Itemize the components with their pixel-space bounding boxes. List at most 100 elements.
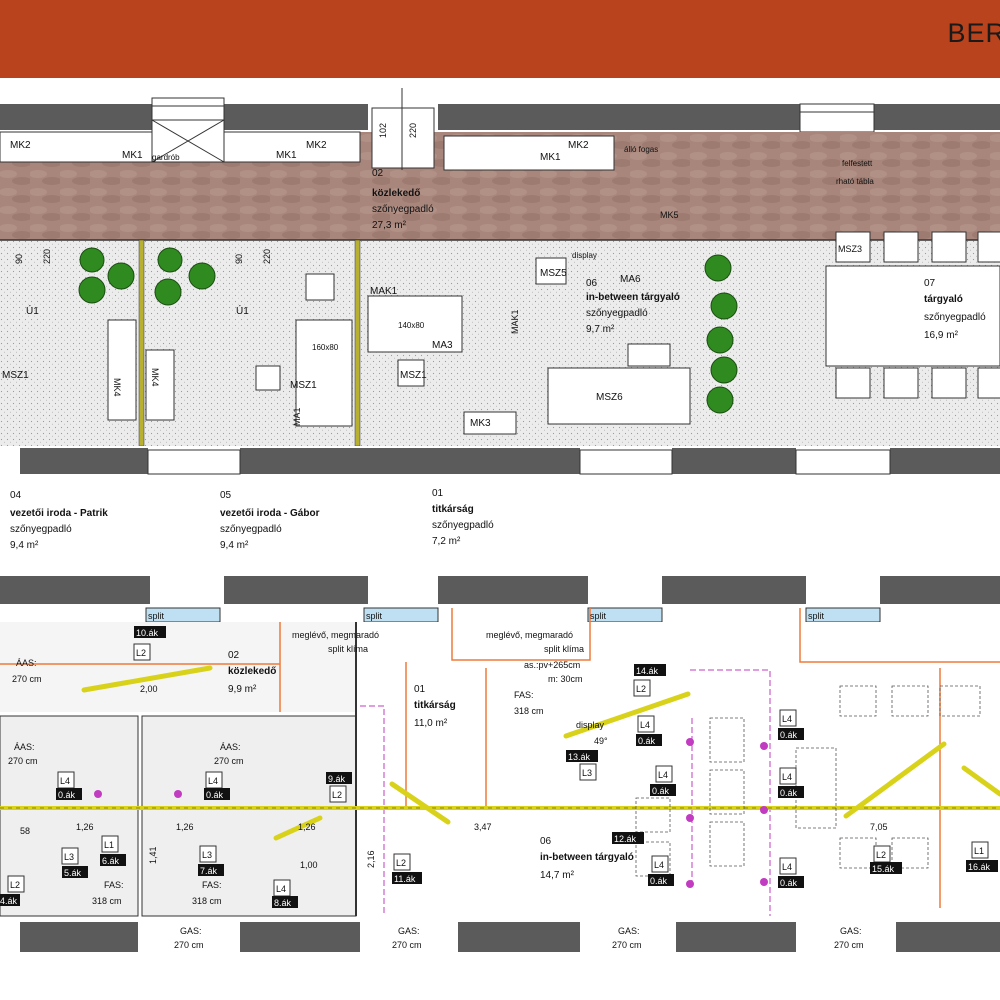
room-floor <box>141 715 357 917</box>
label-angle: 49° <box>594 736 608 746</box>
window <box>799 103 875 133</box>
label-split: split <box>366 611 383 621</box>
tag-l4: L4 <box>640 720 650 730</box>
label-gardrob: gardrób <box>152 153 180 162</box>
tag-l2: L2 <box>10 880 20 890</box>
wall <box>662 576 806 604</box>
tag-l4: L4 <box>782 714 792 724</box>
label-mak1: MAK1 <box>370 286 398 297</box>
label-msz1: MSZ1 <box>290 380 317 391</box>
wall <box>20 922 138 952</box>
svg-text:04: 04 <box>10 490 22 501</box>
svg-text:06: 06 <box>586 278 598 289</box>
svg-text:9,9 m²: 9,9 m² <box>228 684 257 695</box>
tag-l4: L4 <box>654 860 664 870</box>
svg-text:14,7 m²: 14,7 m² <box>540 870 575 881</box>
sofa-cushion <box>627 343 671 367</box>
label-msz6: MSZ6 <box>596 392 623 403</box>
label-fas-height: 318 cm <box>92 896 122 906</box>
chair <box>255 365 281 391</box>
svg-text:9,7 m²: 9,7 m² <box>586 324 615 335</box>
split-ac-unit <box>145 607 881 623</box>
tag-ak0: 0.ák <box>58 790 76 800</box>
tag-ak0: 0.ák <box>780 730 798 740</box>
label-dim: 1,41 <box>148 846 158 864</box>
meeting-chairs <box>835 231 1000 399</box>
label-mk1: MK1 <box>276 150 297 161</box>
svg-text:tárgyaló: tárgyaló <box>924 294 963 305</box>
label-mk1: MK1 <box>540 152 561 163</box>
svg-text:in-between tárgyaló: in-between tárgyaló <box>540 852 634 863</box>
label-height: 270 cm <box>8 756 38 766</box>
wall <box>896 922 1000 952</box>
wall <box>438 104 800 130</box>
chair <box>535 257 567 285</box>
cabinet <box>223 131 361 163</box>
label-split-klima: split klíma <box>544 644 584 654</box>
tag-ak10: 10.ák <box>136 628 159 638</box>
label-msz5: MSZ5 <box>540 268 567 279</box>
label-u1: Ú1 <box>26 304 39 317</box>
partition-wall <box>354 239 361 447</box>
label-mak1: MAK1 <box>510 309 520 334</box>
tag-ak16: 16.ák <box>968 862 991 872</box>
label-dim: 2,00 <box>140 684 158 694</box>
label-split-klima: split klíma <box>328 644 368 654</box>
chair <box>397 359 425 387</box>
svg-text:titkárság: titkárság <box>432 504 474 515</box>
tag-ak7: 7.ák <box>200 866 218 876</box>
label-meglevo: meglévő, megmaradó <box>292 630 379 640</box>
label-gas-height: 270 cm <box>392 940 422 950</box>
room-label-02: 02 közlekedő szőnyegpadló 27,3 m² <box>372 168 434 231</box>
label-height: 270 cm <box>214 756 244 766</box>
svg-text:27,3 m²: 27,3 m² <box>372 220 407 231</box>
floor-plan: MK2 MK1 gardrób MK1 MK2 MK1 MK2 álló fog… <box>0 88 1000 952</box>
tag-ak13: 13.ák <box>568 752 591 762</box>
label-dim: 7,05 <box>870 822 888 832</box>
label-dim: 90 <box>14 254 24 264</box>
label-mk3: MK3 <box>470 418 491 429</box>
label-m: m: 30cm <box>548 674 583 684</box>
tag-ak0: 0.ák <box>650 876 668 886</box>
label-display: display <box>572 251 597 260</box>
wall <box>438 576 588 604</box>
lower-plan: split split split split meglévő, megmara… <box>0 576 1000 952</box>
desk <box>107 319 137 421</box>
svg-text:02: 02 <box>228 650 240 661</box>
tag-ak4: 4.ák <box>0 896 18 906</box>
tag-l2: L2 <box>396 858 406 868</box>
linear-lights <box>81 665 1000 841</box>
label-fas-height: 318 cm <box>514 706 544 716</box>
label-gas-height: 270 cm <box>834 940 864 950</box>
tag-l2: L2 <box>332 790 342 800</box>
tag-l1: L1 <box>104 840 114 850</box>
svg-text:07: 07 <box>924 278 936 289</box>
wall <box>890 448 1000 474</box>
tag-l2: L2 <box>136 648 146 658</box>
svg-text:06: 06 <box>540 836 552 847</box>
wall <box>880 576 1000 604</box>
label-dim: 1,00 <box>300 860 318 870</box>
label-fas: FAS: <box>202 880 222 890</box>
label-ma1: MA1 <box>292 407 302 426</box>
tag-ak8: 8.ák <box>274 898 292 908</box>
tag-l4: L4 <box>276 884 286 894</box>
label-dim: 3,47 <box>474 822 492 832</box>
label-gas: GAS: <box>180 926 202 936</box>
label-dim: 1,26 <box>76 822 94 832</box>
label-aas: ÁAS: <box>14 742 35 752</box>
room-label-02-lower: 02 közlekedő 9,9 m² <box>228 650 276 695</box>
tag-l4: L4 <box>208 776 218 786</box>
label-dim: 1,26 <box>176 822 194 832</box>
chair <box>305 273 335 301</box>
floor-area <box>0 622 356 712</box>
label-mk5: MK5 <box>660 210 679 220</box>
tag-l3: L3 <box>202 850 212 860</box>
tag-ak0: 0.ák <box>638 736 656 746</box>
label-ma6: MA6 <box>620 274 641 285</box>
svg-text:7,2 m²: 7,2 m² <box>432 536 461 547</box>
label-gas: GAS: <box>618 926 640 936</box>
label-fas-height: 318 cm <box>192 896 222 906</box>
label-desk-size: 160x80 <box>312 343 339 352</box>
label-mk4: MK4 <box>112 378 122 397</box>
